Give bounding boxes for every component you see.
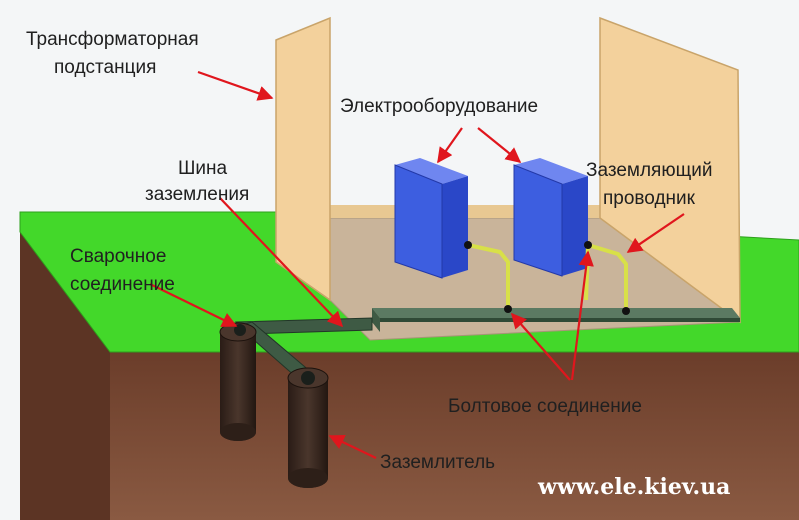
left-wall xyxy=(275,16,331,302)
arrow-equipment-2 xyxy=(477,127,522,163)
label-bolted: Болтовое соединение xyxy=(448,396,642,417)
label-bus-1: Шина xyxy=(178,158,228,179)
equipment-box-2 xyxy=(513,158,588,277)
watermark: www.ele.kiev.ua xyxy=(537,474,730,500)
conductor-joints xyxy=(464,241,592,249)
label-equipment: Электрооборудование xyxy=(340,96,538,117)
ground-electrode-left xyxy=(219,322,257,441)
arrow-ground-conductor xyxy=(626,213,685,253)
arrow-bus xyxy=(219,197,344,328)
ground-electrode-right xyxy=(287,367,329,488)
bolt-points xyxy=(504,305,630,315)
label-conductor-1: Заземляющий xyxy=(586,160,712,181)
label-weld-2: соединение xyxy=(70,274,175,295)
arrow-bolt-2 xyxy=(570,250,594,381)
equipment-box-1 xyxy=(394,158,468,279)
label-conductor-2: проводник xyxy=(603,188,696,209)
label-substation-2: подстанция xyxy=(54,57,156,78)
pointer-arrows xyxy=(149,70,685,459)
grounding-bus xyxy=(234,308,740,385)
arrow-weld xyxy=(149,283,238,327)
soil-block xyxy=(20,230,799,520)
arrow-substation xyxy=(197,70,274,101)
label-electrode: Заземлитель xyxy=(380,452,495,473)
arrow-equipment-1 xyxy=(437,127,463,164)
arrow-electrode xyxy=(328,435,377,459)
label-substation-1: Трансформаторная xyxy=(26,29,199,50)
label-weld-1: Сварочное xyxy=(70,246,166,267)
arrow-bolt-1 xyxy=(510,312,571,381)
label-bus-2: заземления xyxy=(145,184,249,205)
